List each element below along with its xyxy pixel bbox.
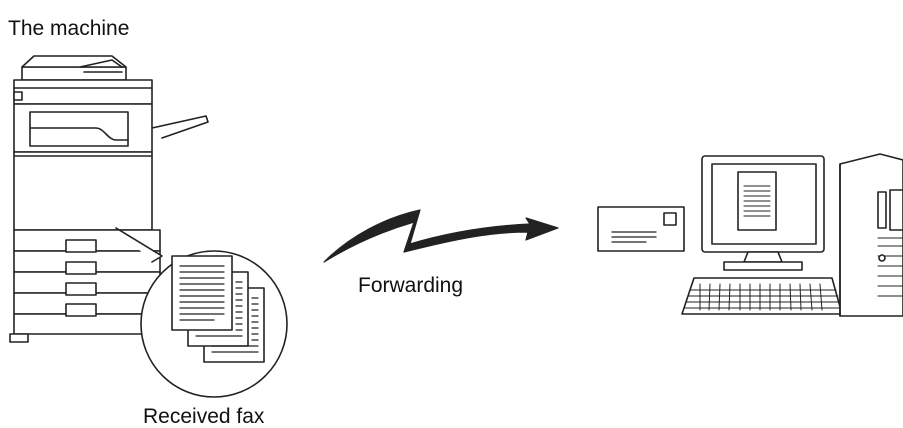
stacked-documents-icon [140,250,288,398]
forwarding-label: Forwarding [358,274,464,297]
machine-label: The machine [8,17,130,40]
received-fax-label: Received fax [143,405,265,428]
machine-icon [9,55,209,343]
zigzag-arrow-icon [323,209,559,263]
envelope-icon [597,206,685,252]
callout-pointer [115,227,163,263]
desktop-computer-icon [681,153,903,317]
